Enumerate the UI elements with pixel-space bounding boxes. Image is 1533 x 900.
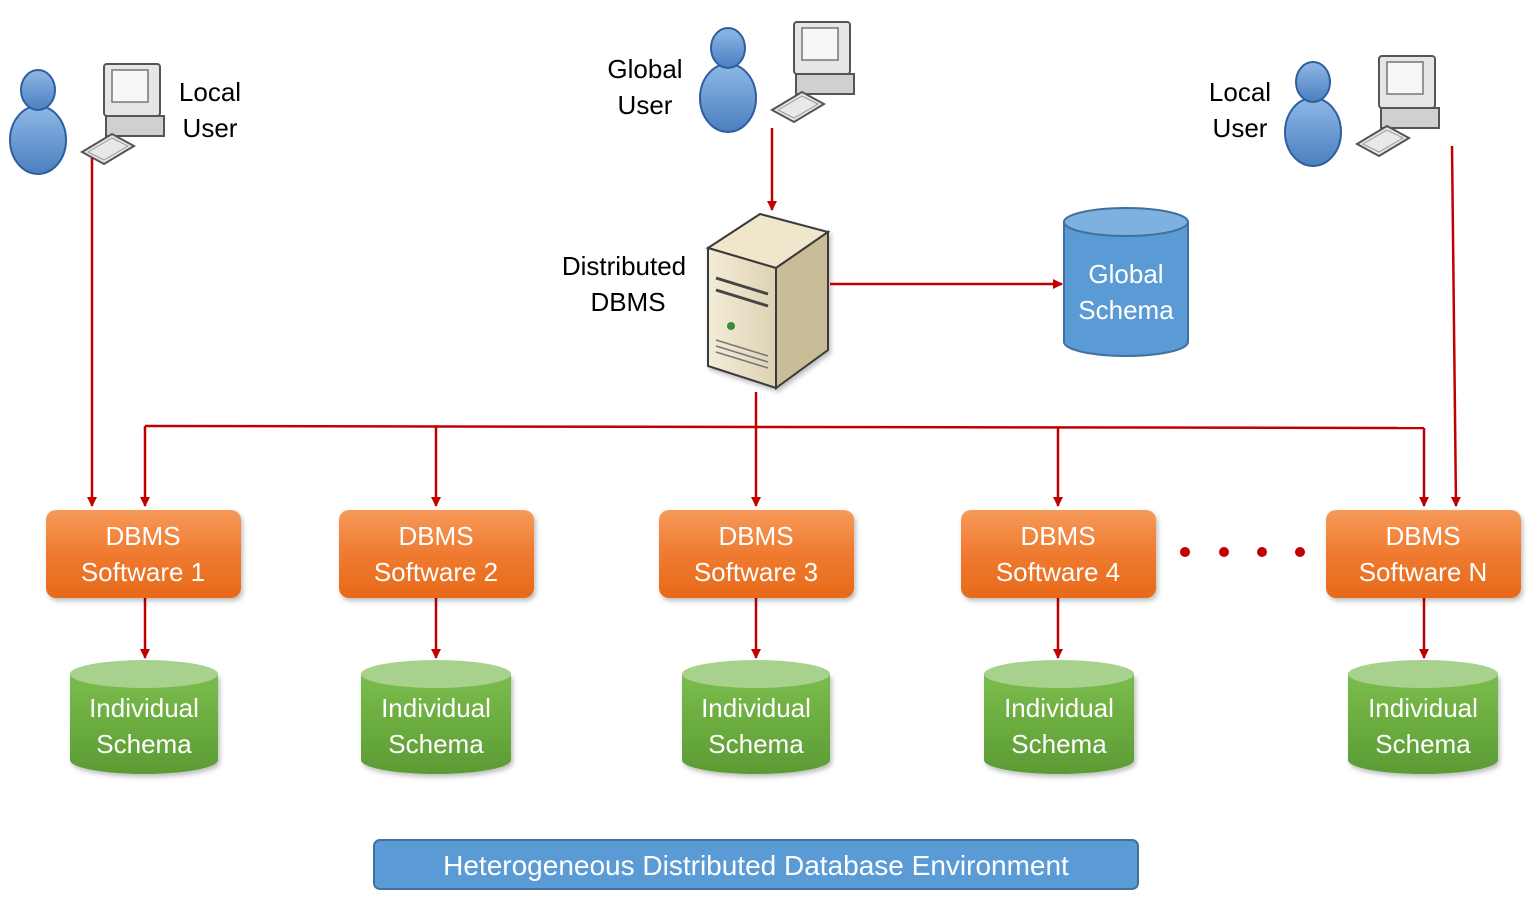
dbms-box-1-line2: Software 1 — [81, 557, 205, 587]
dbms-box-n: DBMS Software N — [1326, 510, 1521, 598]
connectors — [87, 128, 1461, 659]
global-user: Global User — [607, 21, 855, 133]
dbms-box-n-line2: Software N — [1359, 557, 1488, 587]
ellipsis-dots — [1180, 547, 1305, 557]
local-user-left-line1: Local — [179, 77, 241, 107]
individual-schema-n-line2: Schema — [1375, 729, 1471, 759]
global-schema-line1: Global — [1088, 259, 1163, 289]
individual-schema-n: Individual Schema — [1348, 660, 1498, 774]
server-icon — [705, 212, 831, 390]
individual-schema-3-line2: Schema — [708, 729, 804, 759]
dbms-box-2-line2: Software 2 — [374, 557, 498, 587]
individual-schema-n-line1: Individual — [1368, 693, 1478, 723]
local-user-left: Local User — [9, 63, 241, 175]
footer-label: Heterogeneous Distributed Database Envir… — [443, 850, 1069, 881]
dbms-box-n-line1: DBMS — [1385, 521, 1460, 551]
individual-schema-2-line2: Schema — [388, 729, 484, 759]
dbms-box-3: DBMS Software 3 — [659, 510, 854, 598]
dbms-box-4-line2: Software 4 — [996, 557, 1120, 587]
global-user-line1: Global — [607, 54, 682, 84]
dbms-box-3-line1: DBMS — [718, 521, 793, 551]
dbms-box-1: DBMS Software 1 — [46, 510, 241, 598]
footer-caption: Heterogeneous Distributed Database Envir… — [373, 839, 1139, 890]
individual-schema-3: Individual Schema — [682, 660, 830, 774]
individual-schema-4-line2: Schema — [1011, 729, 1107, 759]
individual-schema-4-line1: Individual — [1004, 693, 1114, 723]
dbms-box-4: DBMS Software 4 — [961, 510, 1156, 598]
local-user-right-line2: User — [1213, 113, 1268, 143]
dbms-box-4-line1: DBMS — [1020, 521, 1095, 551]
ddbms-label-line1: Distributed — [562, 251, 686, 281]
local-user-right-line1: Local — [1209, 77, 1271, 107]
individual-schema-2-line1: Individual — [381, 693, 491, 723]
distributed-dbms: Distributed DBMS — [562, 212, 831, 390]
ddbms-label-line2: DBMS — [590, 287, 665, 317]
local-user-right: Local User — [1209, 55, 1440, 167]
local-user-left-line2: User — [183, 113, 238, 143]
dbms-box-3-line2: Software 3 — [694, 557, 818, 587]
individual-schema-1: Individual Schema — [70, 660, 218, 774]
dbms-box-2-line1: DBMS — [398, 521, 473, 551]
dbms-box-1-line1: DBMS — [105, 521, 180, 551]
individual-schema-1-line2: Schema — [96, 729, 192, 759]
global-schema-line2: Schema — [1078, 295, 1174, 325]
global-schema: Global Schema — [1063, 207, 1189, 357]
global-user-line2: User — [618, 90, 673, 120]
individual-schema-3-line1: Individual — [701, 693, 811, 723]
individual-schema-4: Individual Schema — [984, 660, 1134, 774]
dbms-box-2: DBMS Software 2 — [339, 510, 534, 598]
individual-schema-2: Individual Schema — [361, 660, 511, 774]
individual-schema-1-line1: Individual — [89, 693, 199, 723]
